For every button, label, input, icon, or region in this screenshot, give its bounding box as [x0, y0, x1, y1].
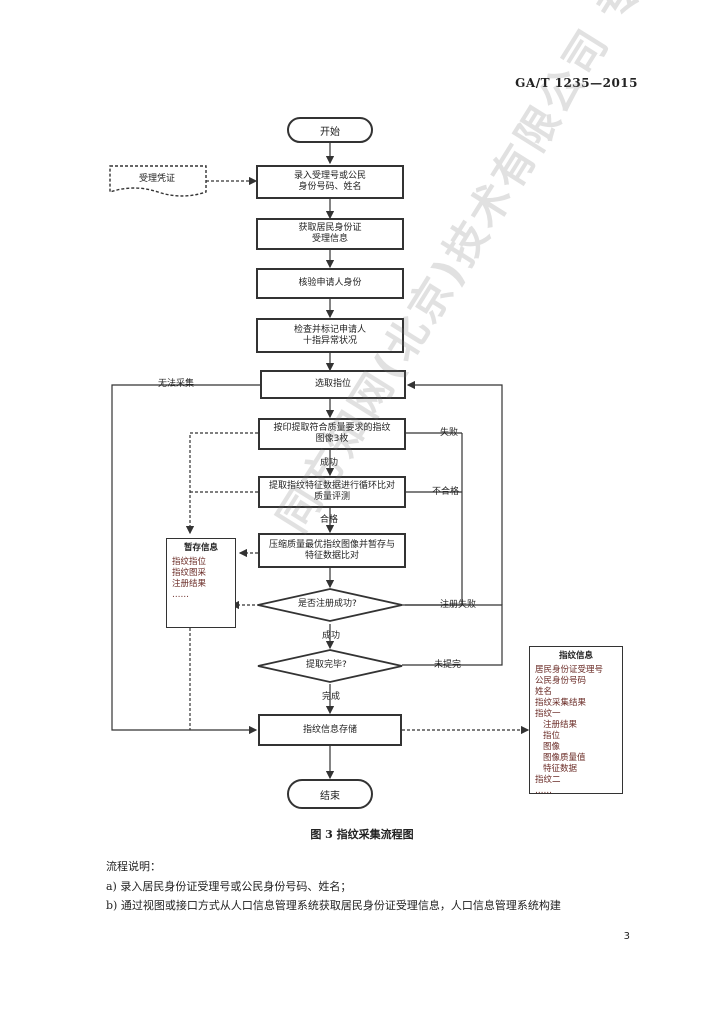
description-heading: 流程说明：	[106, 860, 161, 873]
temp-info-item: 指纹指位	[172, 557, 207, 567]
fingerprint-info-item: 特征数据	[543, 764, 578, 774]
document-header: GA/T 1235—2015	[515, 76, 638, 90]
input-doc-label: 受理凭证	[139, 174, 176, 184]
label-success: 成功	[320, 458, 339, 468]
fingerprint-info-item: 图像	[543, 742, 561, 752]
fingerprint-info-box: 指纹信息 居民身份证受理号 公民身份号码 姓名 指纹采集结果 指纹一 注册结果 …	[529, 646, 623, 796]
fingerprint-info-item: 指位	[543, 731, 561, 741]
decision-diamond-register	[257, 588, 403, 622]
label-register-fail: 注册失败	[440, 600, 477, 610]
label-not-done: 未提完	[434, 660, 462, 670]
decision-diamond-done	[257, 649, 403, 683]
description-item-b: b) 通过视图或接口方式从人口信息管理系统获取居民身份证受理信息，人口信息管理系…	[106, 899, 561, 912]
fingerprint-info-item: 指纹一	[535, 709, 561, 719]
step-enter-id: 录入受理号或公民 身份号码、姓名	[256, 165, 404, 199]
label-success-2: 成功	[322, 631, 341, 641]
fingerprint-info-item: 公民身份号码	[535, 676, 587, 686]
page-number: 3	[623, 931, 630, 942]
fingerprint-info-title: 指纹信息	[558, 651, 593, 661]
step-verify-identity: 核验申请人身份	[256, 268, 404, 299]
step-extract-features: 提取指纹特征数据进行循环比对 质量评测	[258, 476, 406, 508]
fingerprint-info-item: 图像质量值	[543, 753, 586, 763]
document-shape	[109, 165, 207, 197]
start-terminator: 开始	[287, 117, 373, 143]
label-unqualified: 不合格	[432, 487, 460, 497]
temp-info-item: 指纹图采	[172, 568, 207, 578]
temp-info-box: 暂存信息 指纹指位 指纹图采 注册结果 ……	[166, 538, 236, 628]
fingerprint-info-item: 注册结果	[543, 720, 578, 730]
temp-info-title: 暂存信息	[183, 543, 218, 553]
end-terminator: 结束	[287, 779, 373, 809]
fingerprint-info-item: 居民身份证受理号	[535, 665, 604, 675]
decision-register-text: 是否注册成功?	[298, 599, 357, 609]
fingerprint-info-item: 姓名	[535, 687, 553, 697]
step-press-fingerprint: 按印提取符合质量要求的指纹 图像3枚	[258, 418, 406, 450]
step-check-fingers: 检查并标记申请人 十指异常状况	[256, 318, 404, 353]
figure-caption: 图 3 指纹采集流程图	[310, 828, 414, 841]
step-get-info: 获取居民身份证 受理信息	[256, 218, 404, 250]
label-done: 完成	[322, 692, 341, 702]
fingerprint-info-item: 指纹二	[535, 775, 561, 785]
label-qualified: 合格	[320, 515, 339, 525]
description-item-a: a) 录入居民身份证受理号或公民身份号码、姓名；	[106, 880, 352, 893]
fingerprint-info-item: 指纹采集结果	[535, 698, 587, 708]
label-unable: 无法采集	[158, 379, 195, 389]
temp-info-item: 注册结果	[172, 579, 207, 589]
step-select-finger: 选取指位	[260, 370, 406, 399]
step-store-info: 指纹信息存储	[258, 714, 402, 746]
fingerprint-info-item: ……	[535, 786, 552, 796]
step-compress-image: 压缩质量最优指纹图像并暂存与 特征数据比对	[258, 533, 406, 568]
temp-info-item: ……	[172, 590, 189, 600]
label-fail: 失败	[440, 428, 459, 438]
decision-done-text: 提取完毕?	[306, 660, 347, 670]
